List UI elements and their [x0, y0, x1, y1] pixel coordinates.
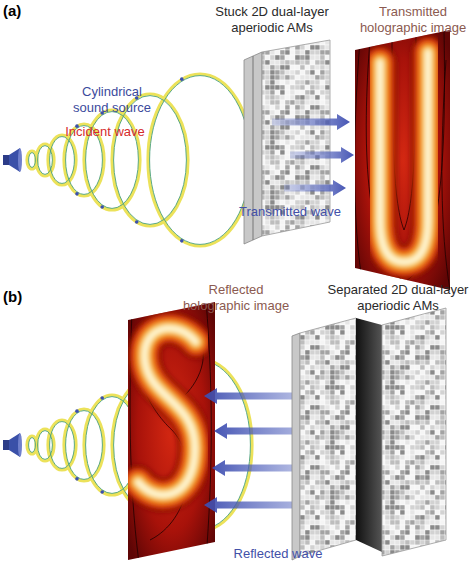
speaker-rim — [18, 433, 22, 457]
wavefront-inner — [38, 146, 53, 175]
wave-arrow — [272, 114, 350, 130]
panel-label: (b) — [3, 288, 33, 306]
wave-arrow — [284, 180, 346, 196]
speaker-icon — [3, 433, 22, 457]
wave-dot — [100, 490, 104, 494]
hologram-stroke — [138, 328, 196, 495]
hologram-stroke — [380, 52, 428, 262]
wavefront-inner — [29, 438, 36, 453]
hologram-stroke — [138, 328, 196, 495]
hologram-stroke — [138, 328, 196, 495]
slab-face — [300, 318, 356, 556]
transmitted-arrows — [272, 114, 354, 196]
slab-face — [382, 308, 446, 556]
image-plane — [355, 30, 450, 290]
wavefront-inner — [29, 153, 36, 168]
hologram-stroke — [138, 328, 196, 495]
wave-dot — [75, 477, 79, 481]
wavefront-inner — [66, 411, 103, 480]
wavefront-inner — [50, 137, 75, 184]
wave-dot — [75, 192, 79, 196]
wave-dot — [75, 409, 79, 413]
wavefront-inner — [150, 76, 251, 245]
wave-dot — [180, 239, 184, 243]
wave-label: Incident wave — [55, 124, 155, 140]
transmitted-image — [355, 30, 450, 300]
hologram-stroke — [380, 52, 428, 262]
slab-gap — [356, 318, 382, 552]
image-plane — [128, 302, 215, 560]
source-label: Cylindrical sound source — [67, 84, 157, 115]
component-label: Stuck 2D dual-layer aperiodic AMs — [202, 4, 342, 35]
wave-label: Transmitted wave — [230, 204, 350, 220]
image-label: Reflected holographic image — [176, 282, 296, 313]
speaker-body — [3, 155, 9, 165]
hologram-stroke — [380, 52, 428, 262]
component-label: Separated 2D dual-layer aperiodic AMs — [322, 282, 474, 313]
separated-metasurfaces — [292, 308, 446, 560]
speaker-body — [3, 440, 9, 450]
speaker-rim — [18, 148, 22, 172]
wave-dot — [100, 396, 104, 400]
hologram-glow — [380, 52, 428, 262]
wavefront-inner — [50, 422, 75, 469]
image-content — [355, 30, 450, 300]
hologram-stroke — [138, 328, 196, 495]
incident-waves — [27, 74, 252, 246]
image-label: Transmitted holographic image — [353, 4, 473, 35]
wavefront-inner — [38, 431, 53, 460]
hologram-glow — [138, 328, 196, 495]
wave-arrow — [290, 147, 354, 163]
contour-line — [366, 30, 444, 282]
hologram-stroke — [380, 52, 428, 262]
wave-dot — [100, 205, 104, 209]
wave-label: Reflected wave — [218, 546, 338, 562]
image-content — [130, 300, 211, 570]
reflected-image — [128, 300, 215, 570]
panel-label: (a) — [3, 2, 33, 20]
hologram-stroke — [380, 52, 428, 262]
wave-dot — [135, 220, 139, 224]
wave-dot — [180, 77, 184, 81]
slab-side — [292, 333, 300, 560]
speaker-icon — [3, 148, 22, 172]
